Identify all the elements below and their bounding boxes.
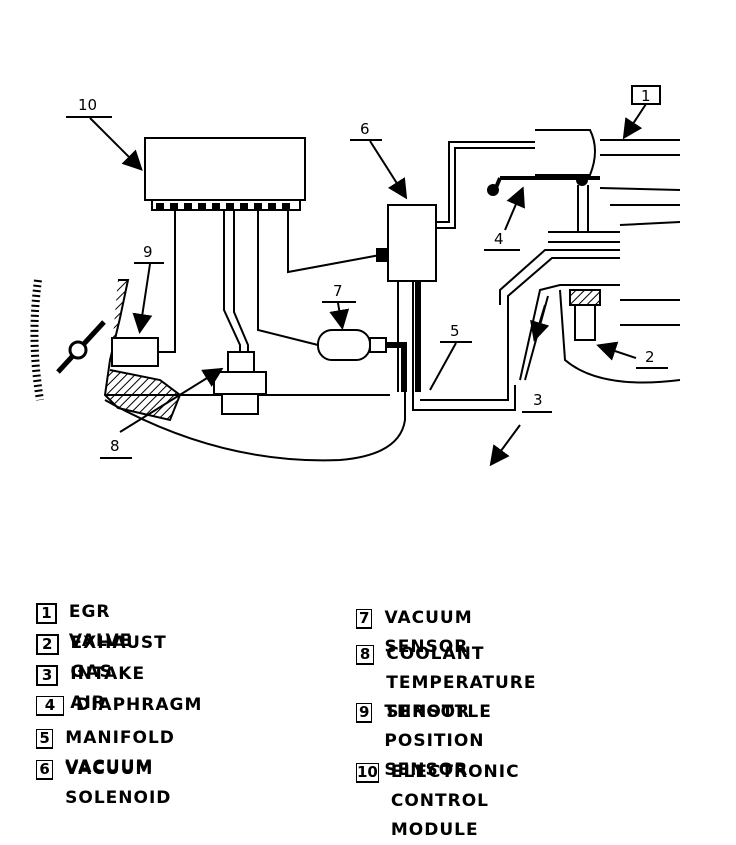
electronic-control-module [144,137,306,211]
legend-item-9: 9 THROTTLE POSITION SENSOR [356,702,503,785]
legend-label: VACUUM SOLENOID [65,759,172,808]
legend-item-3: 3 INTAKE AIR [36,664,153,718]
legend-number: 5 [36,729,54,749]
legend-item-8: 8 COOLANT TEMPERATURE SENSOR [356,644,546,727]
legend-label: THROTTLE POSITION SENSOR [384,702,492,780]
egr-valve [487,129,681,243]
legend-label: COOLANT TEMPERATURE SENSOR [386,644,537,722]
callout-9: 9 [132,243,164,334]
svg-text:5: 5 [450,322,460,340]
legend-number: 4 [36,696,64,716]
callout-7: 7 [322,282,356,330]
callout-4: 4 [484,186,525,251]
legend-number: 7 [356,609,373,629]
legend-number: 9 [356,703,373,723]
callout-6: 6 [350,120,408,200]
vacuum-solenoid [376,141,535,282]
svg-text:1: 1 [641,87,651,105]
legend-item-10: 10 ELECTRONIC CONTROL MODULE [356,762,525,845]
svg-text:8: 8 [110,437,120,455]
legend-label: ELECTRONIC CONTROL MODULE [390,762,520,840]
legend-number: 3 [36,665,59,686]
svg-text:9: 9 [143,243,153,261]
callout-1: 1 [622,85,661,140]
callout-2: 2 [596,341,668,369]
legend-label: DIAPHRAGM [76,695,203,715]
legend-label: MANIFOLD VACUUM [65,728,175,777]
legend-label: INTAKE AIR [70,664,146,713]
legend-item-6: 6 VACUUM SOLENOID [36,759,182,813]
wiring-harness [158,210,381,353]
callout-10: 10 [66,96,143,171]
legend-number: 10 [356,763,379,783]
callout-8: 8 [100,367,224,459]
callout-3: 3 [522,391,552,413]
callout-5: 5 [429,322,472,391]
legend-label: EXHAUST GAS [70,633,167,682]
legend-item-1: 1 EGR VALVE [36,602,141,656]
legend-number: 1 [36,603,57,624]
legend-label: VACUUM SENSOR [384,608,473,657]
svg-text:3: 3 [533,391,543,409]
vacuum-sensor [317,329,387,361]
flow-arrows [489,304,550,467]
svg-text:4: 4 [494,230,504,248]
legend-number: 8 [356,645,375,665]
coolant-temperature-sensor [213,351,267,415]
legend-item-5: 5 MANIFOLD VACUUM [36,728,186,782]
legend-label: EGR VALVE [68,602,133,651]
svg-text:6: 6 [360,120,370,138]
legend-number: 2 [36,634,59,655]
legend-item-2: 2 EXHAUST GAS [36,633,174,687]
legend-item-4: 4 DIAPHRAGM [36,695,202,720]
legend-item-7: 7 VACUUM SENSOR [356,608,484,662]
svg-text:10: 10 [78,96,97,114]
legend-number: 6 [36,760,54,780]
svg-text:7: 7 [333,282,343,300]
svg-text:2: 2 [645,348,655,366]
vacuum-hoses [104,281,516,462]
egr-system-diagram: 10 6 1 9 7 4 5 2 3 8 [30,85,681,467]
